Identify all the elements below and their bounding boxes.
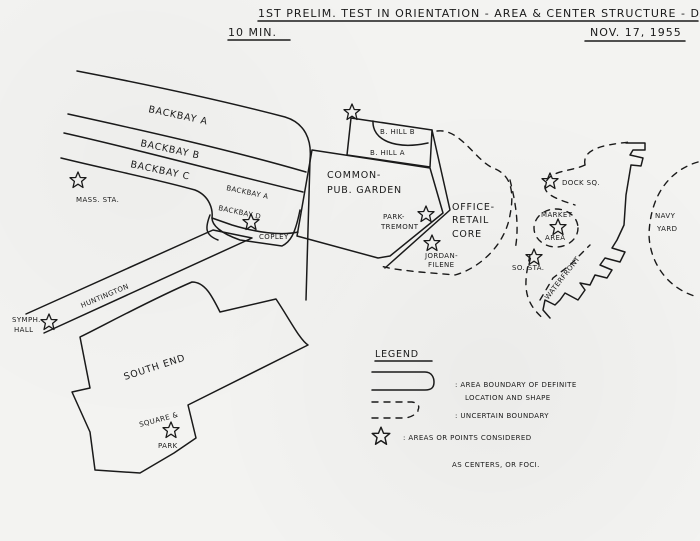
south-end-region: SOUTH END [71,281,309,474]
backbay-a-b-line [67,113,307,173]
beacon-hill-region: B. HILL B B. HILL A [346,117,433,168]
star-icon-mass-sta [69,171,87,189]
label-copley: COPLEY [259,233,289,241]
label-park-2: TREMONT [380,223,419,231]
label-office-2: RETAIL [452,215,489,226]
label-navy-2: YARD [656,225,677,233]
navy-yard-region: NAVY YARD [648,161,699,298]
legend-uncertain: : UNCERTAIN BOUNDARY [455,412,549,420]
backbay-c-d-line [60,157,301,247]
star-icon-so-sta [525,248,543,266]
label-mass-sta: MASS. STA. [76,196,119,204]
backbay-a-outer-boundary [76,70,312,301]
label-jordan-1: JORDAN- [424,252,458,260]
label-jordan-2: FILENE [428,261,454,269]
backbay-b-c-line [63,132,304,193]
beacon-hill-boundary [346,117,433,168]
market-region: MARKET AREA [509,141,631,321]
label-backbay-a: BACKBAY A [147,104,208,127]
beacon-hill-b-line [372,120,429,146]
star-icon-jordan-filene [423,234,441,252]
label-common-1: COMMON- [327,170,381,181]
common-boundary [296,149,444,259]
duration: 10 MIN. [228,26,277,39]
label-waterfront: WATERFRONT [543,255,582,301]
label-symph-2: HALL [14,326,33,334]
waterfront-region: WATERFRONT [539,142,646,319]
dock-uncertain-left [544,164,586,206]
label-office-1: OFFICE- [452,202,495,213]
dock-uncertain-top [584,141,631,166]
label-symph-1: SYMPH. [12,316,41,324]
legend-solid-swatch [371,371,435,391]
legend: LEGEND : AREA BOUNDARY OF DEFINITE LOCAT… [371,349,577,469]
label-dock-sq: DOCK SQ. [562,179,600,187]
label-backbay-d: BACKBAY D [218,204,262,221]
legend-centers-1: : AREAS OR POINTS CONSIDERED [403,434,532,442]
header: 1ST PRELIM. TEST IN ORIENTATION - AREA &… [227,7,700,42]
common-region: COMMON- PUB. GARDEN [296,149,444,259]
backbay-region: BACKBAY A BACKBAY B BACKBAY C BACKBAY A … [60,70,312,301]
label-park-1: PARK- [383,213,405,221]
star-icon-market [549,218,567,236]
date: NOV. 17, 1955 [590,26,682,39]
label-office-3: CORE [452,229,482,240]
label-navy-1: NAVY [655,212,676,220]
label-square-2: PARK [158,442,178,450]
star-icon-symphony-hall [40,313,58,331]
office-east-uncertain-boundary [509,179,518,251]
label-common-2: PUB. GARDEN [327,185,402,196]
legend-definite-1: : AREA BOUNDARY OF DEFINITE [455,381,577,389]
label-backbay-a2: BACKBAY A [226,184,270,201]
label-bhill-a: B. HILL A [370,149,405,157]
office-retail-region: OFFICE- RETAIL CORE [377,129,513,276]
backbay-a2-d-line [211,217,299,235]
label-south-end: SOUTH END [123,353,187,383]
label-backbay-c: BACKBAY C [129,159,191,182]
label-market-1: MARKET [541,211,573,219]
office-retail-uncertain-boundary [377,130,513,276]
centers: MASS. STA. COPLEY PARK- TREMONT JORDAN- … [12,103,600,450]
legend-definite-2: LOCATION AND SHAPE [465,394,551,402]
star-icon-park-tremont [417,205,435,223]
huntington-boundary [25,229,253,334]
market-area-boundary [533,208,579,248]
star-icon-square-park [162,421,180,439]
legend-centers-2: AS CENTERS, OR FOCI. [452,461,540,469]
waterfront-pier-edge [542,142,646,319]
waterfront-uncertain-edge [539,244,591,301]
legend-title: LEGEND [375,349,419,360]
huntington-region: HUNTINGTON [25,229,253,334]
legend-dashed-swatch [371,401,420,419]
navy-yard-uncertain-boundary [648,161,699,298]
label-bhill-b: B. HILL B [380,128,415,136]
backbay-d-left [206,214,219,241]
star-icon-beacon-hill [343,103,361,121]
label-market-2: AREA [545,234,565,242]
office-retail-solid-edge [384,129,451,269]
legend-star-icon [371,426,391,445]
test-title: 1ST PRELIM. TEST IN ORIENTATION - AREA &… [258,7,700,20]
label-so-sta: SO. STA. [512,264,544,272]
so-sta-uncertain-boundary [525,254,546,321]
south-end-boundary [71,281,309,474]
